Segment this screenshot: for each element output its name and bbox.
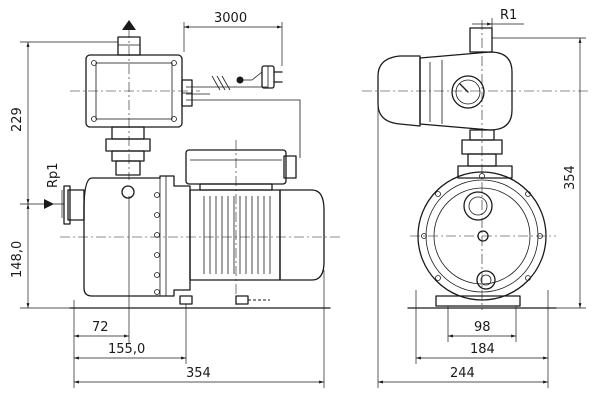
dim-155: 155,0 [74,304,187,364]
outlet-offset-label: 155,0 [108,342,145,357]
side-view [44,20,340,309]
dim-184: 184 [415,290,549,364]
pump-feet [69,295,331,309]
dim-rp1: Rp1 [46,162,63,218]
dim-r1: R1 [472,8,524,38]
front-top-gland [469,27,493,53]
dim-244: 244 [377,104,549,388]
dim-354-height: 354 [492,37,586,309]
upper-height-label: 229 [10,107,25,132]
foot-offset-label: 72 [92,320,109,335]
total-height-label: 354 [563,165,578,190]
foot-inner-label: 98 [474,320,491,335]
inlet-thread-label: Rp1 [46,162,61,188]
switch-connector [105,126,151,176]
dim-98: 98 [447,306,517,342]
lower-height-label: 148,0 [10,241,25,278]
total-length-label: 354 [186,366,211,381]
motor [189,189,325,281]
foot-outer-label: 184 [470,342,495,357]
radius-label: R1 [500,8,517,23]
front-pressure-switch [377,51,513,131]
terminal-box [185,149,297,191]
outlet-arrow [122,20,136,30]
dim-229: 229 [10,41,118,205]
mains-plug [261,65,283,89]
dim-72: 72 [73,196,130,388]
dim-354-length: 354 [74,270,325,388]
dim-3000: 3000 [183,11,283,66]
front-view [362,20,590,310]
cable-length-label: 3000 [214,11,247,26]
dim-148: 148,0 [10,204,70,309]
inlet-stub [63,185,85,225]
power-cable [186,66,301,158]
pump-housing [83,175,191,297]
total-width-label: 244 [450,366,475,381]
